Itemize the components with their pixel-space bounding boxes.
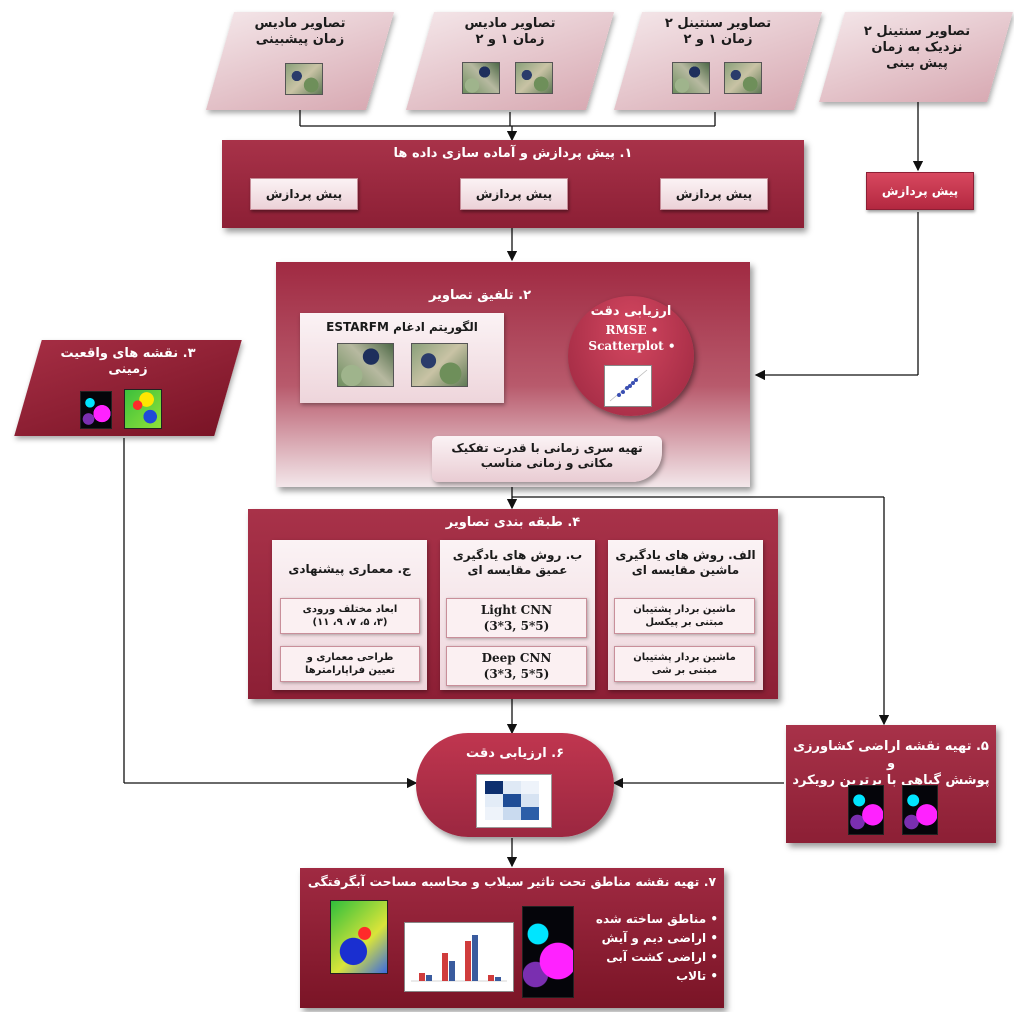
timeseries-output-label: تهیه سری زمانی با قدرت تفکیک مکانی و زما… xyxy=(451,441,643,470)
step1-title: ۱. پیش پردازش و آماده سازی داده ها xyxy=(393,146,633,161)
dl-methods-title: ب. روش های یادگیری عمیق مقایسه ای xyxy=(452,548,583,577)
preprocess-chip: پیش پردازش xyxy=(460,178,568,210)
preprocess-chip: پیش پردازش xyxy=(250,178,358,210)
preprocess-chip-sentinel-near: پیش پردازش xyxy=(866,172,974,210)
estarfm-label: الگوریتم ادغام ESTARFM xyxy=(326,320,478,334)
light-cnn-item: Light CNN (3*3, 5*5) xyxy=(446,598,587,638)
preprocess-chip: پیش پردازش xyxy=(660,178,768,210)
bar-chart-icon xyxy=(411,935,507,982)
input-modis-t1t2-label: تصاویر مادیس زمان ۱ و ۲ xyxy=(464,16,556,47)
step5-box xyxy=(786,725,996,843)
bullet-item: • مناطق ساخته شده xyxy=(595,912,718,926)
fused-image-thumbnail xyxy=(337,343,394,387)
svm-object-item: ماشین بردار پشتیبان مبتنی بر شی xyxy=(614,646,755,682)
flood-map-thumbnail xyxy=(330,900,388,974)
step5-title: ۵. تهیه نقشه اراضی کشاورزی و پوشش گیاهی … xyxy=(792,739,990,788)
hyperparameters-item: طراحی معماری و تعیین فراپارامترها xyxy=(280,646,420,682)
input-sentinel-near-label: تصاویر سنتینل ۲ نزدیک به زمان پیش بینی xyxy=(863,24,971,71)
scatterplot-thumbnail xyxy=(604,365,652,407)
estarfm-box xyxy=(300,313,504,403)
step2-title: ۲. تلفیق تصاویر xyxy=(428,288,532,303)
accuracy-item-rmse: RMSE • xyxy=(605,323,659,337)
ml-methods-title: الف. روش های یادگیری ماشین مقایسه ای xyxy=(615,548,756,577)
input-sizes-item: ابعاد مختلف ورودی (۳، ۵، ۷، ۹، ۱۱) xyxy=(280,598,420,634)
landcover-map-thumbnail xyxy=(848,785,884,835)
svm-pixel-item: ماشین بردار پشتیبان مبتنی بر پیکسل xyxy=(614,598,755,634)
scatterplot-icon xyxy=(609,369,648,402)
sentinel-thumbnail xyxy=(672,62,710,94)
flooded-landcover-thumbnail xyxy=(522,906,574,998)
step6-title: ۶. ارزیابی دقت xyxy=(465,746,565,761)
accuracy-oval-title: ارزیابی دقت xyxy=(590,304,672,319)
landcover-map-thumbnail xyxy=(902,785,938,835)
ground-truth-map-thumbnail xyxy=(80,391,112,429)
confusion-matrix-thumbnail xyxy=(476,774,552,828)
step7-bullet-list: • مناطق ساخته شده • اراضی دیم و آیش • ار… xyxy=(584,910,718,986)
confusion-matrix-icon xyxy=(485,781,539,820)
accuracy-item-scatterplot: Scatterplot • xyxy=(588,339,676,353)
sentinel-thumbnail xyxy=(724,62,762,94)
bullet-item: • تالاب xyxy=(676,969,718,983)
step4-title: ۴. طبقه بندی تصاویر xyxy=(445,515,581,530)
modis-thumbnail xyxy=(462,62,500,94)
timeseries-output-box xyxy=(432,436,662,482)
bullet-item: • اراضی کشت آبی xyxy=(606,950,718,964)
input-sentinel-t1t2-label: تصاویر سنتینل ۲ زمان ۱ و ۲ xyxy=(664,16,772,47)
modis-thumbnail xyxy=(515,62,553,94)
bullet-item: • اراضی دیم و آیش xyxy=(601,931,718,945)
step7-title: ۷. تهیه نقشه مناطق تحت تاثیر سیلاب و محا… xyxy=(307,874,717,889)
proposed-architecture-title: ج. معماری پیشنهادی xyxy=(288,562,411,576)
step3-title: ۳. نقشه های واقعیت زمینی xyxy=(60,346,196,377)
deep-cnn-item: Deep CNN (3*3, 5*5) xyxy=(446,646,587,686)
area-bar-chart-thumbnail xyxy=(404,922,514,992)
modis-thumbnail xyxy=(285,63,323,95)
accuracy-list: RMSE • Scatterplot • xyxy=(580,322,684,354)
fused-image-thumbnail xyxy=(411,343,468,387)
input-modis-prediction-label: تصاویر مادیس زمان پیشبینی xyxy=(254,16,346,47)
ground-truth-map-thumbnail xyxy=(124,389,162,429)
